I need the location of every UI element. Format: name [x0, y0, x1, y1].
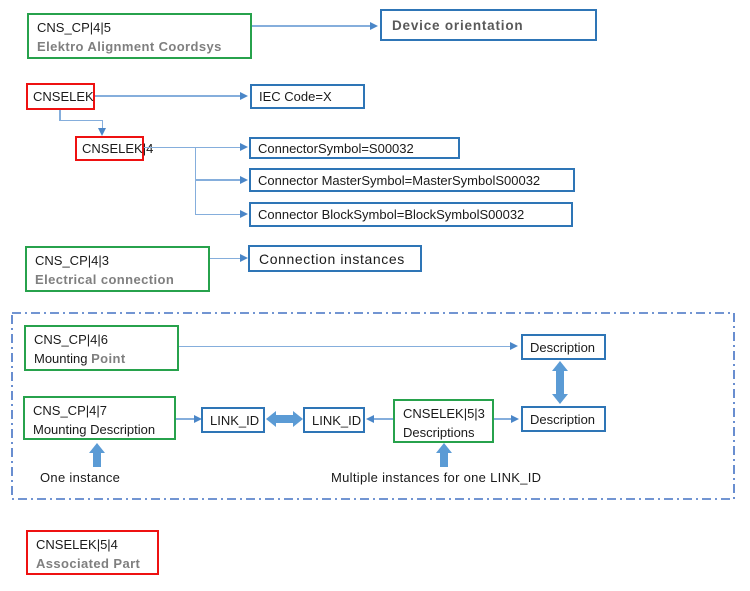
connector-cnselek53-description-line: [494, 418, 511, 420]
node-cnselek-5-3-id: CNSELEK|5|3: [403, 406, 485, 421]
node-connector-master-symbol-label: Connector MasterSymbol=MasterSymbolS0003…: [258, 172, 541, 188]
arrowhead-cnselek-cnselek4: [97, 127, 106, 136]
node-connector-block-symbol-label: Connector BlockSymbol=BlockSymbolS00032: [258, 207, 525, 222]
node-connector-block-symbol: Connector BlockSymbol=BlockSymbolS00032: [249, 202, 573, 227]
block-arrow-up-tip: [436, 443, 452, 453]
node-link-id-right: LINK_ID: [303, 407, 365, 433]
arrowhead-cnselek-iec: [240, 91, 248, 100]
double-arrow-linkid-horizontal: [266, 411, 303, 427]
node-iec-code-label: IEC Code=X: [259, 89, 332, 104]
arrowhead-connector-symbol: [240, 142, 248, 151]
node-device-orientation: Device orientation: [380, 9, 597, 41]
node-device-orientation-label: Device orientation: [392, 17, 524, 33]
node-cnselek-label: CNSELEK: [33, 89, 94, 104]
node-connector-symbol: ConnectorSymbol=S00032: [249, 137, 460, 159]
double-arrow-shaft: [276, 415, 293, 423]
connector-cns43-instances-line: [210, 257, 240, 260]
double-arrow-descriptions-vertical: [552, 361, 569, 404]
arrowhead-cnselek53-linkid: [366, 414, 374, 423]
annotation-multiple-instances: Multiple instances for one LINK_ID: [331, 470, 542, 485]
block-arrow-one-instance: [88, 443, 106, 467]
connector-cns47-linkid-line: [176, 418, 194, 420]
node-connector-master-symbol: Connector MasterSymbol=MasterSymbolS0003…: [249, 168, 575, 192]
node-link-id-left: LINK_ID: [201, 407, 265, 433]
node-cns-cp-4-3: CNS_CP|4|3 Electrical connection: [25, 246, 210, 292]
node-iec-code: IEC Code=X: [250, 84, 365, 109]
node-cnselek-5-3-label: Descriptions: [403, 425, 475, 440]
node-connection-instances: Connection instances: [248, 245, 422, 272]
double-arrow-right-tip: [293, 411, 303, 427]
node-link-id-right-label: LINK_ID: [312, 412, 362, 428]
node-cns-cp-4-5-label: Elektro Alignment Coordsys: [37, 39, 222, 54]
node-cns-cp-4-6-id: CNS_CP|4|6: [34, 332, 108, 347]
node-link-id-left-label: LINK_ID: [210, 412, 260, 428]
arrowhead-cns46-description: [510, 342, 518, 350]
connector-cnselek-iec-line: [95, 95, 240, 97]
connector-cnselek-cnselek4-v1: [59, 110, 61, 121]
double-arrow-up-tip: [552, 361, 568, 371]
node-description-top-label: Description: [530, 339, 596, 355]
node-cns-cp-4-7-id: CNS_CP|4|7: [33, 403, 107, 418]
node-connector-symbol-label: ConnectorSymbol=S00032: [258, 140, 414, 156]
connector-cnselek4-branch-2: [196, 179, 240, 181]
node-description-bottom: Description: [521, 406, 606, 432]
block-arrow-up-tip: [89, 443, 105, 453]
double-arrow-left-tip: [266, 411, 276, 427]
node-cns-cp-4-3-label: Electrical connection: [35, 272, 175, 287]
node-cnselek-5-4-id: CNSELEK|5|4: [36, 537, 118, 552]
arrowhead-cns47-linkid: [194, 414, 202, 423]
node-description-top: Description: [521, 334, 606, 360]
node-cns-cp-4-7-label: Mounting Description: [33, 422, 156, 437]
node-cnselek-5-4: CNSELEK|5|4 Associated Part: [26, 530, 159, 575]
block-arrow-shaft: [93, 453, 101, 467]
arrowhead-connector-master: [240, 175, 248, 184]
connector-cnselek53-linkid-line: [374, 418, 393, 420]
arrowhead-cns45-device: [370, 21, 378, 30]
arrowhead-cnselek53-description: [511, 414, 519, 423]
node-cnselek-4: CNSELEK|4: [75, 136, 153, 161]
node-cnselek: CNSELEK: [26, 83, 95, 110]
node-cns-cp-4-3-id: CNS_CP|4|3: [35, 253, 109, 268]
node-cnselek-5-3: CNSELEK|5|3 Descriptions: [393, 399, 494, 443]
double-arrow-down-tip: [552, 394, 568, 404]
dashed-group-container: [11, 312, 735, 500]
connector-cns46-description-line: [179, 345, 510, 348]
node-cns-cp-4-5: CNS_CP|4|5 Elektro Alignment Coordsys: [27, 13, 252, 59]
node-cnselek-4-label: CNSELEK|4: [82, 141, 154, 156]
arrowhead-connector-block: [240, 210, 248, 218]
connector-cnselek-cnselek4-h: [59, 119, 103, 121]
block-arrow-shaft: [440, 453, 448, 467]
node-connection-instances-label: Connection instances: [259, 250, 405, 267]
connector-cnselek-cnselek4-v2: [101, 119, 103, 128]
block-arrow-multiple-instances: [435, 443, 453, 467]
connector-cnselek4-branch-vert: [194, 146, 196, 215]
node-description-bottom-label: Description: [530, 411, 596, 427]
arrowhead-cns43-instances: [240, 254, 248, 262]
node-cnselek-5-4-label: Associated Part: [36, 556, 141, 571]
annotation-one-instance: One instance: [40, 470, 121, 485]
dashed-border: [11, 312, 735, 500]
connector-cns45-device-line: [252, 25, 370, 27]
double-arrow-shaft: [556, 371, 564, 394]
connector-cnselek4-branch-3: [196, 213, 240, 216]
node-cns-cp-4-5-id: CNS_CP|4|5: [37, 20, 111, 35]
node-cns-cp-4-7: CNS_CP|4|7 Mounting Description: [23, 396, 176, 440]
connector-cnselek4-branch-main: [144, 146, 240, 148]
